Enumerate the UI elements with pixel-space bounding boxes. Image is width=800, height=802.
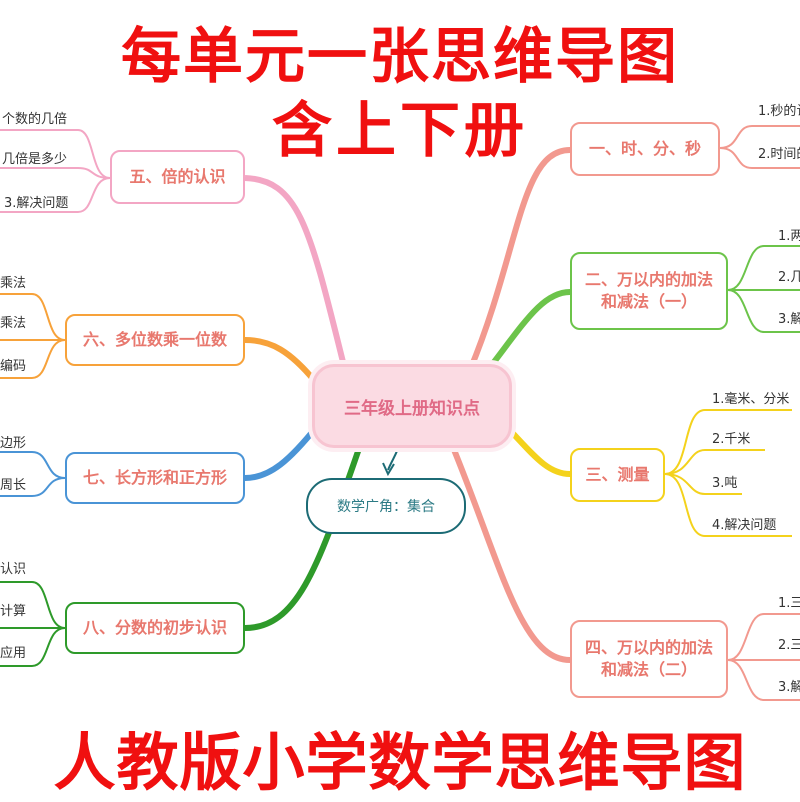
unit7-node: 七、长方形和正方形 (65, 452, 245, 504)
unit6-leaf: 乘法 (0, 316, 27, 331)
unit7-leaf: 边形 (0, 436, 27, 451)
unit4-node: 四、万以内的加法 和减法（二） (570, 620, 728, 698)
unit8-leaf: 认识 (0, 562, 27, 577)
unit8-leaf: 计算 (0, 604, 27, 619)
unit4-leaf: 1.三 (778, 596, 800, 611)
unit2-leaf-lines (727, 245, 800, 333)
unit3-leaf: 2.千米 (712, 432, 751, 447)
unit2-leaf: 3.解 (778, 312, 800, 327)
unit2-leaf: 1.两 (778, 229, 800, 244)
unit6-leaf: 编码 (0, 359, 27, 374)
unit8-leaf-lines (0, 581, 66, 667)
branch-unit6 (244, 337, 321, 387)
branch-extra-arrow (382, 462, 395, 477)
unit8-node: 八、分数的初步认识 (65, 602, 245, 654)
unit1-leaf: 2.时间的 (758, 147, 800, 162)
unit3-leaf: 1.毫米、分米 (712, 392, 790, 407)
unit6-node: 六、多位数乘一位数 (65, 314, 245, 366)
header-subtitle: 含上下册 (272, 96, 528, 166)
unit5-node: 五、倍的认识 (110, 150, 245, 204)
center-topic: 三年级上册知识点 (312, 364, 512, 448)
unit8-leaf: 应用 (0, 646, 27, 661)
unit3-node: 三、测量 (570, 448, 665, 502)
extra-topic: 数学广角：集合 (306, 478, 466, 534)
unit3-leaf-lines (664, 409, 792, 537)
branch-unit7 (244, 423, 321, 481)
branch-unit8 (244, 439, 365, 631)
unit1-leaf: 1.秒的认 (758, 104, 800, 119)
footer-title: 人教版小学数学思维导图 (53, 726, 747, 799)
header-title: 每单元一张思维导图 (121, 22, 679, 92)
unit6-leaf-lines (0, 293, 66, 379)
unit5-leaf-lines (0, 129, 111, 213)
unit3-leaf: 4.解决问题 (712, 518, 777, 533)
unit4-leaf: 3.解 (778, 680, 800, 695)
branch-unit5 (244, 175, 348, 371)
unit7-leaf: 周长 (0, 478, 27, 493)
unit1-node: 一、时、分、秒 (570, 122, 720, 176)
unit7-leaf-lines (0, 451, 66, 497)
branch-unit1 (467, 147, 571, 372)
unit5-leaf: 个数的几倍 (2, 112, 68, 127)
unit5-leaf: 几倍是多少 (2, 152, 68, 167)
branch-unit2 (477, 289, 571, 382)
unit4-leaf: 2.三 (778, 638, 800, 653)
unit2-node: 二、万以内的加法 和减法（一） (570, 252, 728, 330)
unit4-leaf-lines (727, 613, 800, 701)
unit2-leaf: 2.几 (778, 270, 800, 285)
unit3-leaf: 3.吨 (712, 476, 738, 491)
unit6-leaf: 乘法 (0, 276, 27, 291)
unit5-leaf: 3.解决问题 (4, 196, 69, 211)
branch-unit4 (447, 438, 571, 663)
unit1-leaf-lines (719, 125, 800, 169)
